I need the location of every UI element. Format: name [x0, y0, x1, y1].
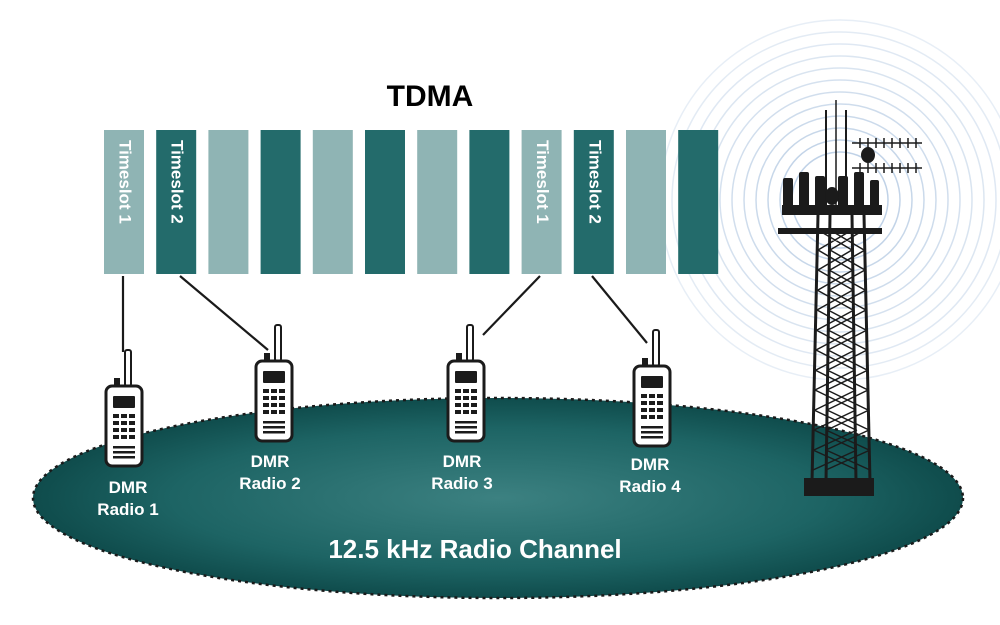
- timeslot-bar: [156, 130, 197, 274]
- radio-label-line1: DMR: [631, 455, 670, 474]
- timeslot-bar: [469, 130, 510, 274]
- timeslot-5: [312, 130, 353, 274]
- timeslot-9: Timeslot 1: [521, 130, 562, 274]
- timeslot-bar: [626, 130, 666, 274]
- connector-radio-4: [591, 275, 648, 344]
- slot-connectors: [121, 275, 648, 352]
- radio-label-line1: DMR: [443, 452, 482, 471]
- timeslot-6: [365, 130, 405, 274]
- timeslot-label: Timeslot 2: [168, 140, 187, 224]
- handheld-radio-icon: [632, 329, 672, 448]
- radio-label-line1: DMR: [251, 452, 290, 471]
- radio-label-line2: Radio 1: [97, 500, 158, 519]
- connector-radio-2: [179, 275, 269, 351]
- dmr-radio-2: DMR Radio 2: [239, 324, 301, 493]
- connector-radio-3: [482, 275, 541, 336]
- timeslot-8: [469, 130, 510, 274]
- radio-label-line2: Radio 4: [619, 477, 681, 496]
- radio-group: DMR Radio 1 DMR Radio 2 DMR Radio 3 DMR Radio 4: [97, 324, 681, 519]
- radio-label-line2: Radio 3: [431, 474, 492, 493]
- timeslot-1: Timeslot 1: [104, 130, 144, 274]
- timeslot-7: [417, 130, 458, 274]
- timeslot-11: [626, 130, 666, 274]
- timeslot-bar: [208, 130, 249, 274]
- timeslot-label: Timeslot 2: [585, 140, 604, 224]
- timeslot-bar: [573, 130, 614, 274]
- timeslot-12: [678, 130, 719, 274]
- timeslot-bar: [312, 130, 353, 274]
- radio-tower-icon: [778, 100, 922, 496]
- handheld-radio-icon: [254, 324, 294, 443]
- timeslot-bar: [104, 130, 144, 274]
- timeslot-label: Timeslot 1: [533, 140, 552, 224]
- radio-label-line1: DMR: [109, 478, 148, 497]
- handheld-radio-icon: [446, 324, 486, 443]
- timeslot-bar: [678, 130, 719, 274]
- radio-channel-area: [31, 396, 965, 600]
- timeslot-row: Timeslot 1 Timeslot 2 Timeslot 1 Timeslot 2: [104, 130, 719, 274]
- timeslot-10: Timeslot 2: [573, 130, 614, 274]
- radio-label-line2: Radio 2: [239, 474, 300, 493]
- timeslot-bar: [521, 130, 562, 274]
- handheld-radio-icon: [104, 349, 144, 468]
- timeslot-2: Timeslot 2: [156, 130, 197, 274]
- dmr-radio-3: DMR Radio 3: [431, 324, 493, 493]
- dmr-radio-1: DMR Radio 1: [97, 349, 159, 519]
- timeslot-bar: [365, 130, 405, 274]
- timeslot-4: [260, 130, 301, 274]
- dmr-radio-4: DMR Radio 4: [619, 329, 681, 496]
- timeslot-bar: [260, 130, 301, 274]
- timeslot-label: Timeslot 1: [116, 140, 135, 224]
- channel-label: 12.5 kHz Radio Channel: [328, 534, 621, 564]
- timeslot-bar: [417, 130, 458, 274]
- timeslot-3: [208, 130, 249, 274]
- diagram-title: TDMA: [387, 80, 474, 113]
